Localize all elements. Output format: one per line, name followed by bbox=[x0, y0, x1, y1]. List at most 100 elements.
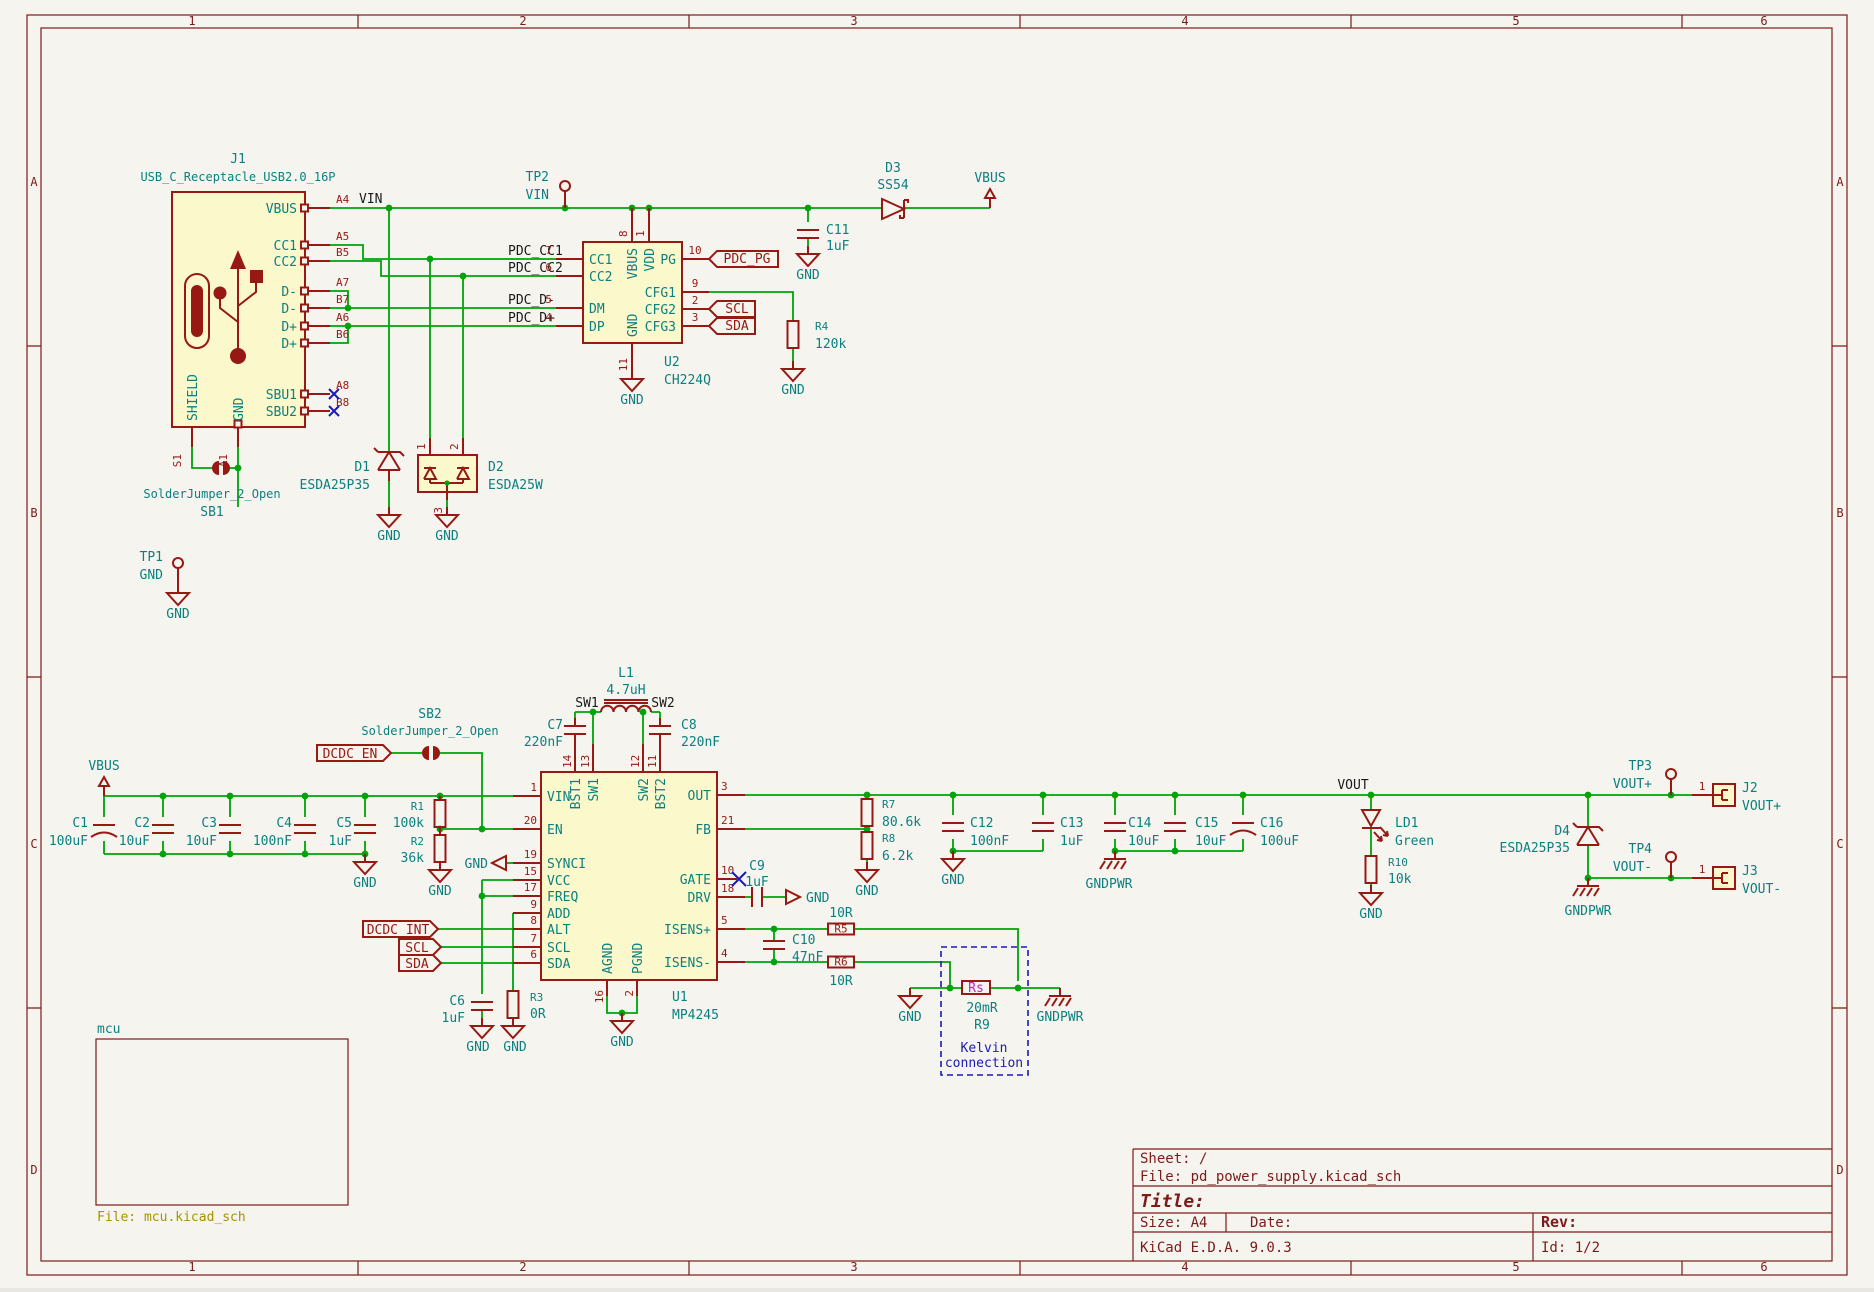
hier-label-sda-u2[interactable]: SDA bbox=[707, 317, 756, 335]
hier-label-dcdc-en[interactable]: DCDC_EN bbox=[316, 744, 393, 762]
net-label-pdc-dp[interactable]: PDC_D+ bbox=[508, 311, 555, 326]
global-label-gnd-synci[interactable]: GND bbox=[465, 854, 507, 872]
net-label-sw2[interactable]: SW2 bbox=[651, 696, 674, 711]
j1-pin-name: VBUS bbox=[266, 202, 297, 217]
component-c7[interactable]: C7 220nF bbox=[524, 718, 587, 750]
svg-text:8: 8 bbox=[530, 914, 537, 927]
net-cfg1-r4 bbox=[709, 291, 794, 361]
component-tp3[interactable]: TP3 VOUT+ bbox=[1613, 759, 1677, 795]
svg-text:C2: C2 bbox=[134, 816, 150, 831]
hier-label-scl-u1[interactable]: SCL bbox=[398, 938, 443, 956]
component-j2[interactable]: 1 J2 VOUT+ bbox=[1692, 780, 1781, 814]
net-label-sw1[interactable]: SW1 bbox=[575, 696, 598, 711]
component-c5[interactable]: C5 1uF bbox=[329, 816, 377, 849]
component-c2[interactable]: C2 10uF bbox=[119, 816, 175, 849]
component-r1[interactable]: R1 100k bbox=[393, 796, 447, 835]
sheet-mcu[interactable]: mcu File: mcu.kicad_sch bbox=[95, 1022, 349, 1225]
c11-ref: C11 bbox=[826, 223, 849, 238]
component-r5[interactable]: R5 10R bbox=[827, 906, 855, 936]
component-r6[interactable]: R6 10R bbox=[827, 955, 855, 990]
net-label-pdc-cc2[interactable]: PDC_CC2 bbox=[508, 261, 563, 276]
component-c13[interactable]: C13 1uF bbox=[1031, 816, 1084, 849]
component-r3[interactable]: R3 0R GND bbox=[501, 990, 546, 1055]
power-vbus-lower[interactable]: VBUS bbox=[88, 759, 120, 797]
component-c15[interactable]: C15 10uF bbox=[1163, 816, 1226, 849]
gnd-label: GND bbox=[855, 884, 879, 899]
component-j1-usbc[interactable]: J1 USB_C_Receptacle_USB2.0_16P VBUS CC1 … bbox=[140, 152, 349, 467]
component-u1-mp4245[interactable]: VIN EN SYNCI VCC FREQ ADD ALT SCL SDA OU… bbox=[513, 744, 747, 1023]
component-r4[interactable]: R4 120k GND bbox=[781, 320, 846, 398]
component-r10[interactable]: R10 10k GND bbox=[1359, 855, 1412, 922]
svg-text:11: 11 bbox=[646, 755, 659, 768]
component-r2[interactable]: R2 36k GND bbox=[401, 834, 452, 899]
component-c14[interactable]: C14 10uF GNDPWR bbox=[1086, 816, 1160, 892]
component-ld1[interactable]: LD1 Green bbox=[1360, 809, 1434, 849]
component-sb2[interactable]: SB2 SolderJumper_2_Open bbox=[361, 707, 499, 760]
gnd-symbol bbox=[166, 584, 190, 606]
svg-text:ESDA25P35: ESDA25P35 bbox=[1500, 841, 1570, 856]
net-label-vout[interactable]: VOUT bbox=[1337, 778, 1368, 793]
component-c3[interactable]: C3 10uF bbox=[186, 816, 242, 849]
svg-text:VOUT+: VOUT+ bbox=[1613, 777, 1652, 792]
component-j3[interactable]: 1 J3 VOUT- bbox=[1692, 863, 1781, 897]
power-vbus-top[interactable]: VBUS bbox=[974, 171, 1006, 209]
component-d2[interactable]: 1 2 3 D2 ESDA25W GND bbox=[415, 438, 543, 544]
svg-text:AGND: AGND bbox=[601, 943, 616, 974]
net-out-cap-columns bbox=[952, 795, 1244, 851]
gndpwr-label: GNDPWR bbox=[1037, 1010, 1084, 1025]
component-c10[interactable]: C10 47nF bbox=[762, 933, 823, 965]
component-tp1[interactable]: TP1 GND GND bbox=[140, 550, 190, 622]
component-c1[interactable]: C1 100uF bbox=[49, 816, 118, 849]
j1-pin-num: A4 bbox=[336, 193, 350, 206]
component-c12[interactable]: C12 100nF GND bbox=[941, 816, 1009, 888]
svg-text:VOUT-: VOUT- bbox=[1742, 882, 1781, 897]
hier-label-dcdc-int[interactable]: DCDC_INT bbox=[362, 920, 440, 938]
component-c16[interactable]: C16 100uF bbox=[1229, 816, 1299, 849]
global-label-gnd-drv[interactable]: GND bbox=[785, 888, 830, 906]
svg-text:ISENS+: ISENS+ bbox=[664, 923, 711, 938]
d2-pin-num: 1 bbox=[415, 443, 428, 450]
component-sb1[interactable]: SolderJumper_2_Open SB1 bbox=[143, 461, 281, 520]
hier-label-pdc-pg[interactable]: PDC_PG bbox=[707, 250, 779, 268]
hier-label-scl-u2[interactable]: SCL bbox=[707, 300, 756, 318]
component-r7[interactable]: R7 80.6k bbox=[860, 798, 922, 830]
svg-text:10uF: 10uF bbox=[186, 834, 217, 849]
svg-text:ISENS-: ISENS- bbox=[664, 956, 711, 971]
gndpwr-label: GNDPWR bbox=[1565, 904, 1612, 919]
u2-pin-num: 7 bbox=[545, 244, 552, 257]
component-d4[interactable]: D4 ESDA25P35 bbox=[1500, 822, 1604, 856]
component-tp2[interactable]: TP2 VIN bbox=[526, 170, 571, 208]
frame-col-label: 4 bbox=[1181, 14, 1188, 28]
u2-pin-name: CC1 bbox=[589, 253, 612, 268]
j1-pin-num: A7 bbox=[336, 276, 349, 289]
hier-label-sda-u1[interactable]: SDA bbox=[398, 954, 443, 972]
no-connect-icon bbox=[328, 388, 340, 417]
net-label-pdc-cc1[interactable]: PDC_CC1 bbox=[508, 244, 563, 259]
svg-text:12: 12 bbox=[629, 755, 642, 768]
sheet-mcu-name: mcu bbox=[97, 1022, 120, 1037]
component-d3[interactable]: D3 SS54 bbox=[877, 161, 909, 221]
tp1-ref: TP1 bbox=[140, 550, 163, 565]
svg-text:10k: 10k bbox=[1388, 872, 1412, 887]
j1-pin-name: D+ bbox=[281, 320, 297, 335]
j3-pin-num: 1 bbox=[1699, 863, 1706, 876]
net-label-vin[interactable]: VIN bbox=[359, 192, 382, 207]
component-tp4[interactable]: TP4 VOUT- bbox=[1613, 842, 1677, 878]
component-u2-ch224q[interactable]: CC1 CC2 DM DP PG CFG1 CFG2 CFG3 VBUS VDD… bbox=[545, 208, 711, 408]
component-c8[interactable]: C8 220nF bbox=[648, 718, 720, 750]
component-c11[interactable]: C11 1uF GND bbox=[796, 223, 850, 283]
component-d1[interactable]: D1 ESDA25P35 GND bbox=[300, 447, 405, 544]
component-c6[interactable]: C6 1uF GND bbox=[442, 994, 494, 1055]
component-r9-shunt[interactable]: Rs 20mR R9 bbox=[961, 980, 998, 1033]
d2-value: ESDA25W bbox=[488, 478, 543, 493]
component-r8[interactable]: R8 6.2k GND bbox=[855, 831, 913, 899]
svg-text:VOUT-: VOUT- bbox=[1613, 860, 1652, 875]
component-c4[interactable]: C4 100nF bbox=[253, 816, 317, 849]
net-label-pdc-dm[interactable]: PDC_D- bbox=[508, 293, 555, 308]
j1-ref: J1 bbox=[230, 152, 246, 167]
component-c9[interactable]: C9 1uF bbox=[745, 859, 769, 907]
component-l1[interactable]: L1 4.7uH bbox=[600, 666, 652, 713]
vbus-arrow-icon bbox=[984, 188, 996, 209]
tp2-value: VIN bbox=[526, 188, 549, 203]
